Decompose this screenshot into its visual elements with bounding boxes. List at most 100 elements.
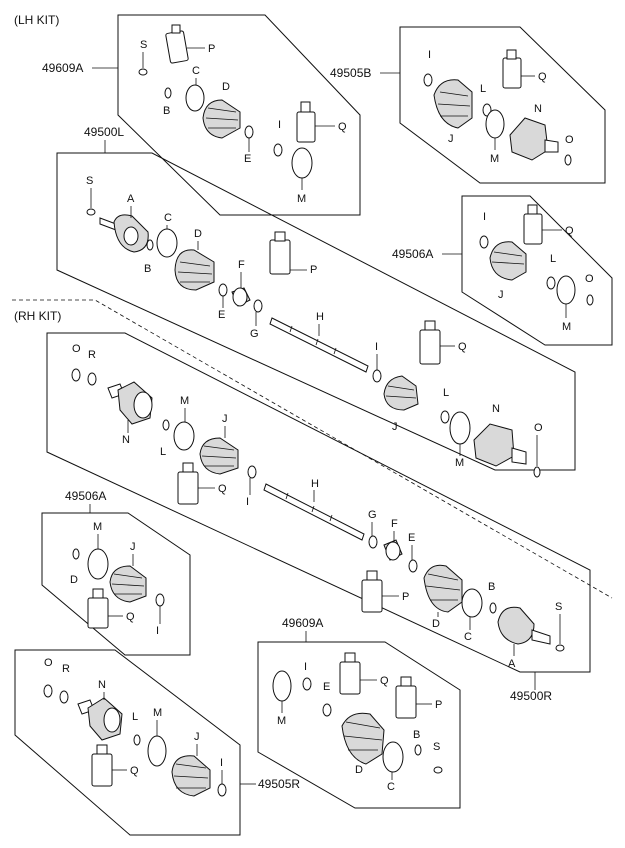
part-band-m	[272, 670, 292, 702]
label-lh-boot-kit: 49609A	[42, 61, 83, 75]
part-grease-tube-q	[177, 471, 199, 505]
part-grease-tube-q	[339, 661, 361, 695]
callout-d: D	[194, 228, 202, 240]
callout-b: B	[413, 729, 420, 741]
callout-m: M	[180, 395, 189, 407]
part-joint-n	[473, 423, 515, 467]
callout-m: M	[93, 521, 102, 533]
callout-p: P	[310, 264, 317, 276]
callout-p: P	[435, 699, 442, 711]
callout-l: L	[550, 253, 556, 265]
lh-shaft-parts: S A B C D E F G P H I	[86, 175, 543, 478]
part-ring-o	[533, 466, 541, 478]
part-clamp-e	[408, 559, 418, 573]
lh-inner-kit-parts: I J Q L M O	[479, 204, 594, 333]
callout-i: I	[278, 119, 281, 131]
label-rh-inner-kit: 49506A	[65, 489, 106, 503]
callout-p: P	[208, 43, 215, 55]
rh-boot-kit-outline	[257, 641, 461, 809]
callout-g: G	[250, 328, 259, 340]
part-ring-o	[43, 684, 53, 698]
part-clip-s	[555, 644, 565, 652]
callout-l: L	[160, 446, 166, 458]
part-band-c	[382, 741, 404, 773]
part-clip-s	[138, 68, 148, 76]
part-grease-tube-q	[91, 753, 113, 787]
part-clamp-i	[217, 783, 227, 797]
callout-h: H	[311, 478, 319, 490]
rh-shaft-parts: O R N L M J Q I H G F E	[71, 343, 565, 670]
callout-q: Q	[458, 341, 467, 353]
part-band-c	[185, 84, 205, 112]
rh-inner-kit-parts: D M J Q I	[70, 521, 165, 637]
part-clamp-i	[302, 677, 312, 691]
part-joint-n	[509, 117, 549, 161]
callout-e: E	[408, 532, 415, 544]
callout-b: B	[163, 105, 170, 117]
callout-q: Q	[126, 611, 135, 623]
callout-f: F	[391, 518, 398, 530]
callout-q: Q	[565, 225, 574, 237]
part-clamp-e	[218, 283, 228, 297]
part-band-m	[556, 275, 576, 305]
lh-shaft-outline	[56, 152, 576, 471]
callout-b: B	[144, 263, 151, 275]
part-band-c	[461, 588, 483, 618]
callout-i: I	[156, 625, 159, 637]
callout-d: D	[222, 81, 230, 93]
callout-o: O	[585, 273, 594, 285]
rh-boot-kit-parts: M I E Q P D C B S	[272, 652, 443, 793]
rh-kit-header: (RH KIT)	[14, 309, 61, 323]
callout-i: I	[375, 341, 378, 353]
part-grease-tube-q	[502, 57, 522, 89]
callout-j: J	[448, 133, 454, 145]
callout-g: G	[368, 509, 377, 521]
label-lh-outer-kit: 49505B	[330, 66, 371, 80]
callout-j: J	[498, 289, 504, 301]
part-clamp-i	[423, 73, 433, 87]
callout-i: I	[304, 661, 307, 673]
label-rh-boot-kit: 49609A	[282, 616, 323, 630]
callout-a: A	[508, 658, 516, 670]
part-grease-tube-p	[395, 685, 417, 719]
callout-p: P	[402, 591, 409, 603]
part-shaft-h	[269, 317, 369, 373]
callout-c: C	[164, 212, 172, 224]
callout-c: C	[192, 65, 200, 77]
callout-o: O	[44, 657, 53, 669]
part-ring-r	[59, 690, 69, 704]
callout-j: J	[392, 421, 398, 433]
part-clamp-i	[155, 593, 165, 607]
callout-q: Q	[218, 483, 227, 495]
lh-boot-kit-outline	[117, 14, 361, 216]
part-clamp-l	[440, 410, 450, 424]
callout-q: Q	[130, 765, 139, 777]
callout-o: O	[72, 343, 81, 355]
part-clamp-i	[372, 369, 382, 383]
part-grease-tube-q	[523, 213, 543, 245]
part-band-m	[485, 109, 505, 139]
callout-q: Q	[338, 121, 347, 133]
callout-n: N	[122, 434, 130, 446]
part-band-m	[87, 548, 109, 580]
callout-q: Q	[538, 71, 547, 83]
callout-b: B	[488, 581, 495, 593]
callout-c: C	[464, 631, 472, 643]
callout-n: N	[492, 403, 500, 415]
lh-outer-kit-outline	[399, 26, 606, 184]
part-grease-tube-q	[87, 597, 109, 629]
part-clip-s	[86, 208, 96, 216]
part-clamp-l	[546, 276, 556, 290]
part-ring-o	[71, 368, 81, 382]
callout-e: E	[323, 681, 330, 693]
part-band-m	[147, 735, 167, 767]
part-band-c	[156, 228, 178, 258]
lh-outer-kit-parts: I J Q L M N O	[423, 49, 574, 166]
callout-l: L	[443, 387, 449, 399]
callout-s: S	[433, 741, 440, 753]
callout-s: S	[140, 39, 147, 51]
callout-q: Q	[380, 675, 389, 687]
part-clamp-b	[414, 744, 422, 756]
part-boot-d	[174, 249, 215, 291]
part-clamp-g	[368, 535, 378, 549]
